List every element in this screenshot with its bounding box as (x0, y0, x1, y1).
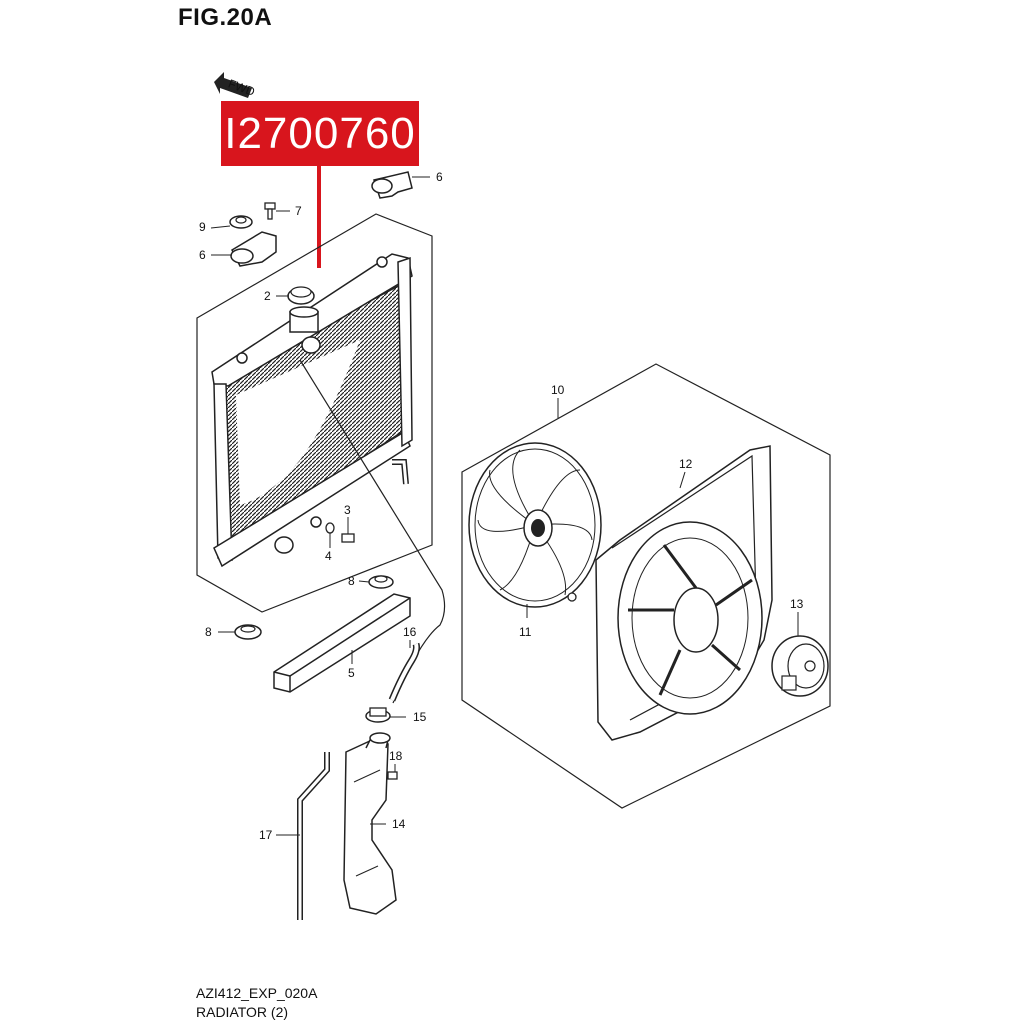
callout-2: 2 (264, 289, 271, 303)
cushion-icon (234, 624, 262, 640)
callout-4: 4 (325, 549, 332, 563)
callout-labels: 6 7 9 6 2 3 4 8 8 5 16 15 18 14 17 10 11… (199, 170, 804, 842)
callout-18: 18 (389, 749, 403, 763)
reservoir-hose (297, 752, 330, 920)
bolt-icon (387, 771, 398, 780)
cushion-icon (229, 215, 253, 229)
drawing-name: RADIATOR (2) (196, 1004, 289, 1020)
callout-3: 3 (344, 503, 351, 517)
drawing-code: AZI412_EXP_020A (196, 985, 318, 1001)
drain-plug-icon (341, 533, 355, 543)
o-ring-icon (325, 522, 335, 534)
leader-lines (210, 176, 799, 836)
fan-group-outline (461, 363, 831, 809)
bracket-icon (230, 231, 277, 267)
bracket-icon (371, 171, 413, 199)
seal-bar (273, 593, 411, 693)
nut-icon (567, 592, 577, 602)
callout-11: 11 (519, 625, 532, 639)
callout-9: 9 (199, 220, 206, 234)
callout-8-right: 8 (348, 574, 355, 588)
callout-13: 13 (790, 597, 804, 611)
cushion-icon (368, 575, 394, 589)
callout-14: 14 (392, 817, 406, 831)
fan-motor (771, 635, 829, 697)
reservoir-tank (343, 732, 397, 915)
bolt-icon (264, 202, 276, 220)
callout-6-left: 6 (199, 248, 206, 262)
figure-title: FIG.20A (178, 4, 273, 31)
callout-15: 15 (413, 710, 427, 724)
radiator-core (211, 253, 413, 568)
callout-7: 7 (295, 204, 302, 218)
callout-12: 12 (679, 457, 693, 471)
radiator-group-outline (196, 213, 433, 613)
callout-16: 16 (403, 625, 417, 639)
callout-17: 17 (259, 828, 273, 842)
fan-blade (468, 442, 602, 608)
radiator-cap-icon (287, 286, 315, 305)
callout-8-left: 8 (205, 625, 212, 639)
callout-6-top: 6 (436, 170, 443, 184)
part-number-badge: I2700760 (221, 101, 419, 166)
callout-10: 10 (551, 383, 565, 397)
reservoir-cap-icon (365, 707, 391, 723)
fwd-arrow-icon: FWD (214, 72, 257, 99)
callout-5: 5 (348, 666, 355, 680)
fan-shroud (595, 445, 773, 741)
